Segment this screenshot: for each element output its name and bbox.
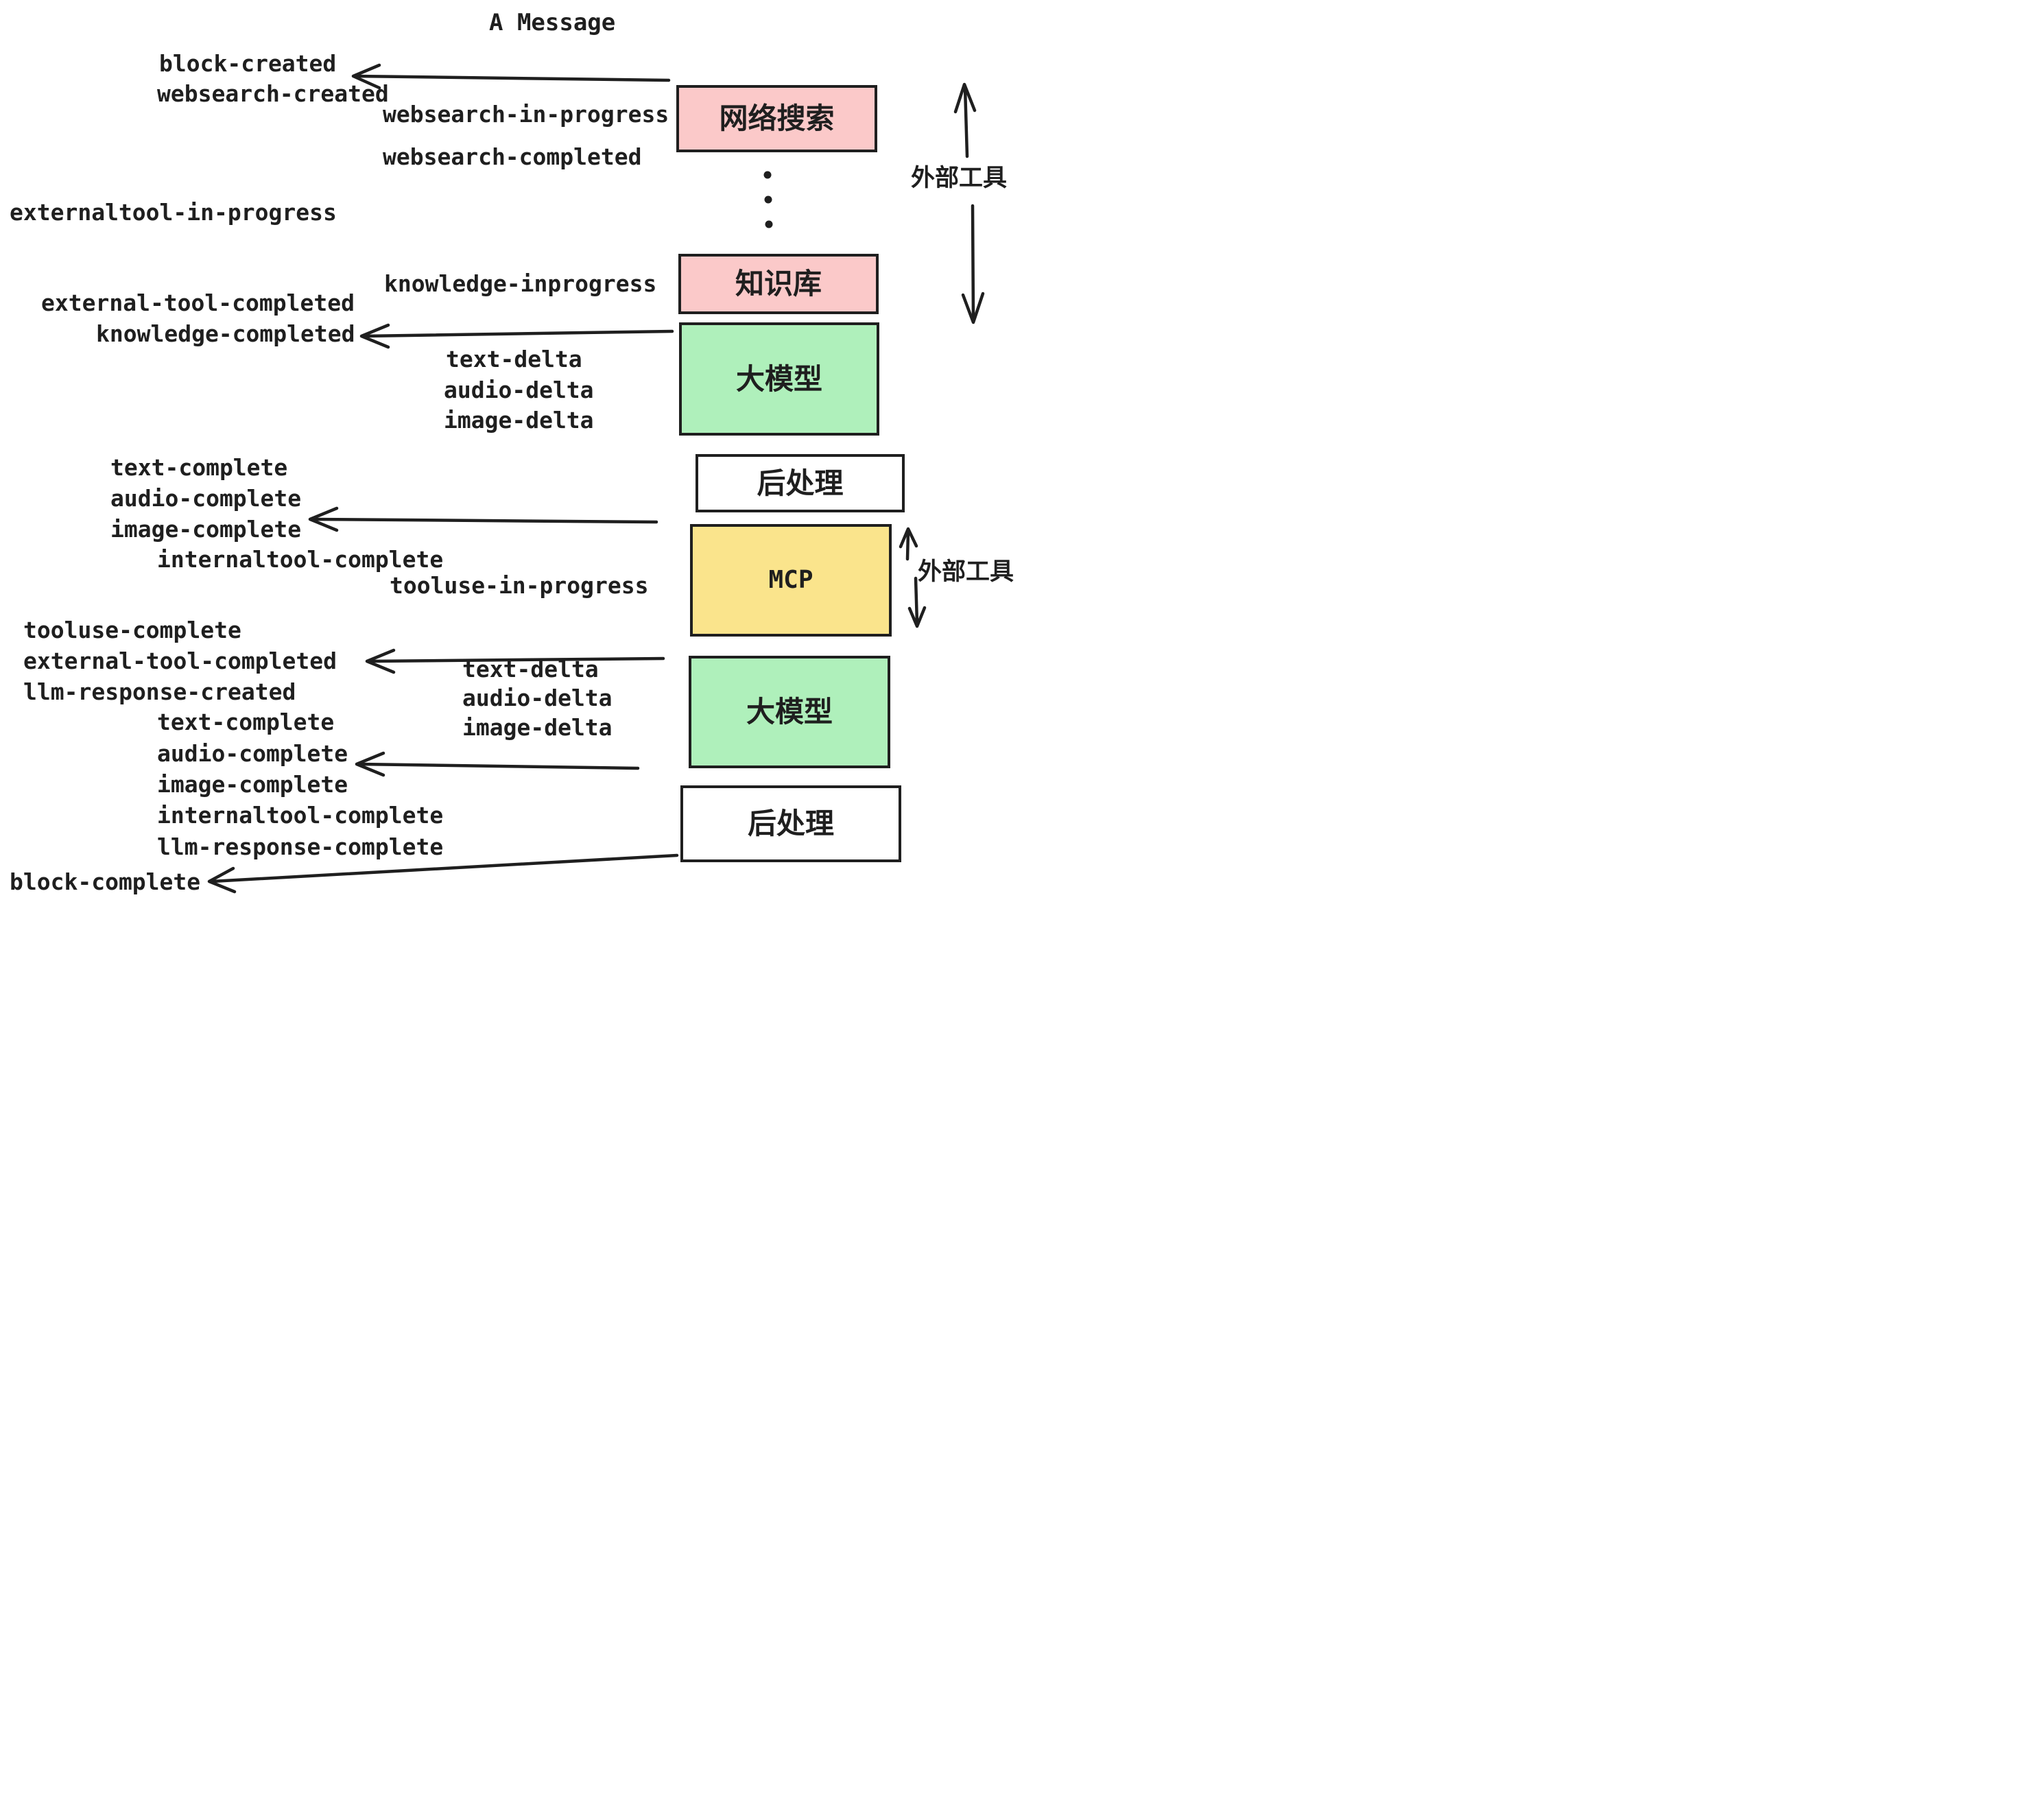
event-label: internaltool-complete — [157, 802, 444, 829]
box-postprocess-2: 后处理 — [680, 785, 901, 862]
event-label: knowledge-inprogress — [384, 270, 657, 297]
event-label: audio-complete — [110, 485, 302, 512]
box-knowledge: 知识库 — [678, 254, 879, 314]
arrow-to-block-created — [351, 63, 671, 90]
box-postprocess-1-label: 后处理 — [757, 466, 844, 499]
external-tools-label-1: 外部工具 — [911, 165, 1008, 191]
event-label: block-created — [159, 50, 337, 77]
box-postprocess-1: 后处理 — [696, 454, 905, 512]
external-tools-down-arrow-2 — [907, 576, 927, 628]
event-label: text-delta — [462, 656, 599, 683]
event-label: image-delta — [444, 407, 594, 434]
event-label: websearch-in-progress — [383, 101, 669, 128]
event-label: tooluse-in-progress — [390, 572, 649, 599]
box-knowledge-label: 知识库 — [735, 268, 822, 300]
arrow-to-image-complete — [308, 506, 658, 532]
arrow-to-block-complete — [207, 853, 679, 894]
event-label: websearch-created — [157, 80, 389, 107]
event-label: tooluse-complete — [23, 617, 241, 643]
event-label: external-tool-completed — [23, 648, 337, 674]
box-llm-1-label: 大模型 — [735, 362, 822, 395]
event-label: llm-response-created — [23, 678, 296, 705]
event-label: externaltool-in-progress — [10, 199, 337, 226]
box-mcp: MCP — [690, 524, 892, 637]
event-label: audio-delta — [462, 685, 613, 711]
event-label: internaltool-complete — [157, 546, 444, 573]
box-llm-2: 大模型 — [689, 656, 890, 768]
event-label: llm-response-complete — [157, 833, 444, 860]
event-label: knowledge-completed — [96, 320, 355, 347]
arrow-to-audio-complete — [355, 751, 640, 777]
event-label: websearch-completed — [383, 143, 642, 170]
external-tools-up-arrow-1 — [953, 82, 977, 158]
box-llm-1: 大模型 — [679, 322, 879, 436]
event-label: text-delta — [446, 346, 582, 372]
external-tools-down-arrow-1 — [961, 204, 985, 324]
box-mcp-label: MCP — [768, 566, 813, 594]
diagram-canvas: A Message block-created websearch-create… — [0, 0, 1022, 902]
event-label: text-complete — [110, 454, 288, 481]
box-websearch: 网络搜索 — [676, 85, 877, 152]
ellipsis-icon — [763, 171, 773, 228]
event-label: text-complete — [157, 709, 335, 735]
event-label: image-complete — [110, 516, 302, 543]
box-websearch-label: 网络搜索 — [719, 102, 835, 134]
event-label: block-complete — [10, 868, 201, 895]
event-label: image-complete — [157, 771, 348, 798]
box-postprocess-2-label: 后处理 — [747, 807, 834, 840]
event-label: audio-delta — [444, 377, 594, 403]
event-label: external-tool-completed — [41, 289, 355, 316]
page-title: A Message — [489, 9, 616, 36]
arrow-to-knowledge-completed — [359, 323, 674, 349]
event-label: audio-complete — [157, 740, 348, 767]
external-tools-up-arrow-2 — [899, 527, 918, 561]
box-llm-2-label: 大模型 — [746, 696, 833, 728]
external-tools-label-2: 外部工具 — [918, 558, 1014, 585]
event-label: image-delta — [462, 714, 613, 741]
